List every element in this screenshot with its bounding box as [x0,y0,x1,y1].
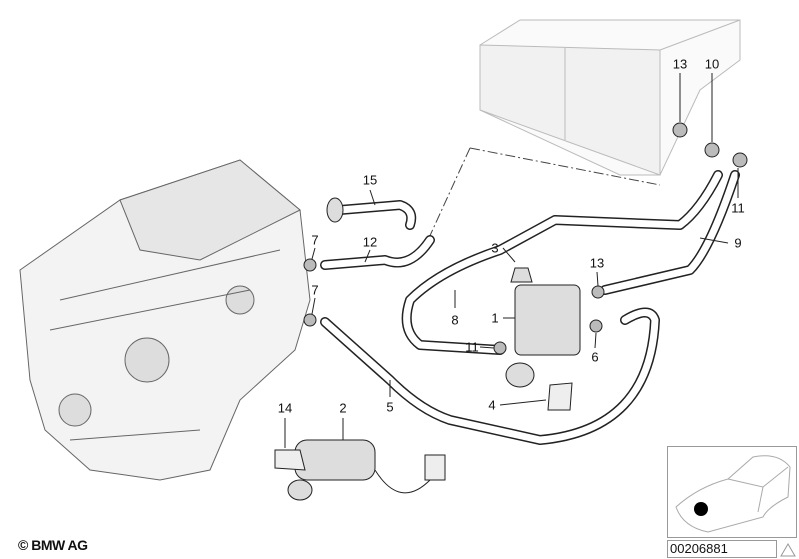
callout-label: 7 [311,282,319,298]
heater-core [479,19,741,176]
callout-label: 6 [591,349,599,365]
callout-label: 8 [451,312,459,328]
heater-valve [514,284,581,356]
pump-outlet [287,479,313,501]
car-outline-icon [675,455,791,533]
callout-label: 3 [491,240,499,256]
callout-label: 12 [362,234,378,250]
valve-port [505,362,535,388]
engine-block [19,159,311,481]
callout-label: 11 [731,200,745,216]
pump-connector [424,454,446,481]
rubber-mount [510,267,533,283]
hoses [320,170,740,445]
car-location-thumbnail [667,446,797,538]
callout-label: 15 [362,172,378,188]
document-number: 00206881 [667,540,777,558]
parts [274,197,581,501]
auxiliary-water-pump [294,439,376,481]
callout-label: 9 [734,235,742,251]
callout-label: 1 [491,310,499,326]
callout-label: 2 [339,400,347,416]
leader-lines [427,147,661,241]
callout-label: 13 [589,255,605,271]
callout-leaders [284,73,739,448]
callout-label: 11 [465,339,479,355]
callout-label: 14 [277,400,293,416]
callout-label: 13 [672,56,688,72]
pump-cable [374,469,431,494]
hose-clamps [303,122,748,355]
copyright-text: © BMW AG [18,537,88,553]
callout-label: 7 [311,232,319,248]
warning-triangle-icon [780,543,796,557]
location-marker [694,502,708,516]
callout-label: 4 [488,397,496,413]
bracket [274,449,306,471]
callout-label: 10 [704,56,720,72]
callout-label: 5 [386,399,394,415]
filter-part [547,382,573,411]
hose-connector-part [326,197,344,223]
